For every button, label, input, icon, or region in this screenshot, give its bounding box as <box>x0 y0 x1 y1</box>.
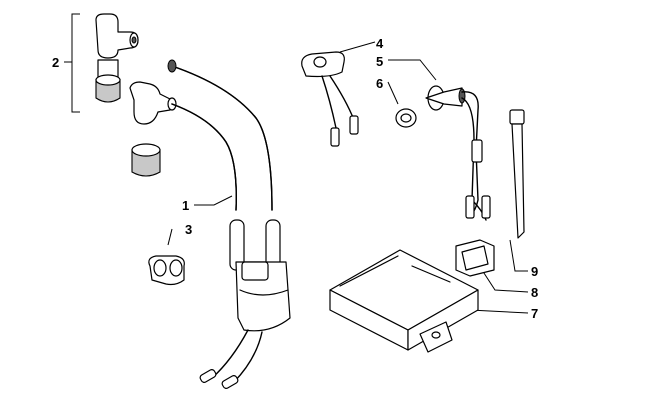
ignition-coil-leads <box>167 59 291 389</box>
leader-6 <box>387 81 399 105</box>
callout-9: 9 <box>531 264 538 279</box>
spark-plug-cap-lower <box>129 81 177 177</box>
callout-labels: 2 1 3 4 5 6 9 8 7 <box>52 36 538 321</box>
callout-1: 1 <box>182 198 189 213</box>
leader-1 <box>194 195 233 206</box>
callout-4: 4 <box>376 36 384 51</box>
cdi-module <box>329 249 479 353</box>
leader-4 <box>339 41 376 53</box>
leader-9 <box>509 239 528 272</box>
callout-5: 5 <box>376 54 383 69</box>
leader-8 <box>481 269 529 293</box>
callout-7: 7 <box>531 306 538 321</box>
o-ring <box>395 108 417 128</box>
callout-2: 2 <box>52 55 59 70</box>
temperature-sensor <box>301 51 359 147</box>
connector-boot <box>455 239 495 277</box>
cable-tie <box>509 109 525 239</box>
leader-3 <box>167 228 173 246</box>
callout-8: 8 <box>531 285 538 300</box>
leader-5 <box>388 59 437 81</box>
sender-harness <box>425 85 491 221</box>
callout-6: 6 <box>376 76 383 91</box>
wire-clip <box>148 255 185 286</box>
callout-3: 3 <box>185 222 192 237</box>
leader-2-bracket <box>71 13 80 113</box>
spark-plug-cap-upper <box>95 13 139 103</box>
